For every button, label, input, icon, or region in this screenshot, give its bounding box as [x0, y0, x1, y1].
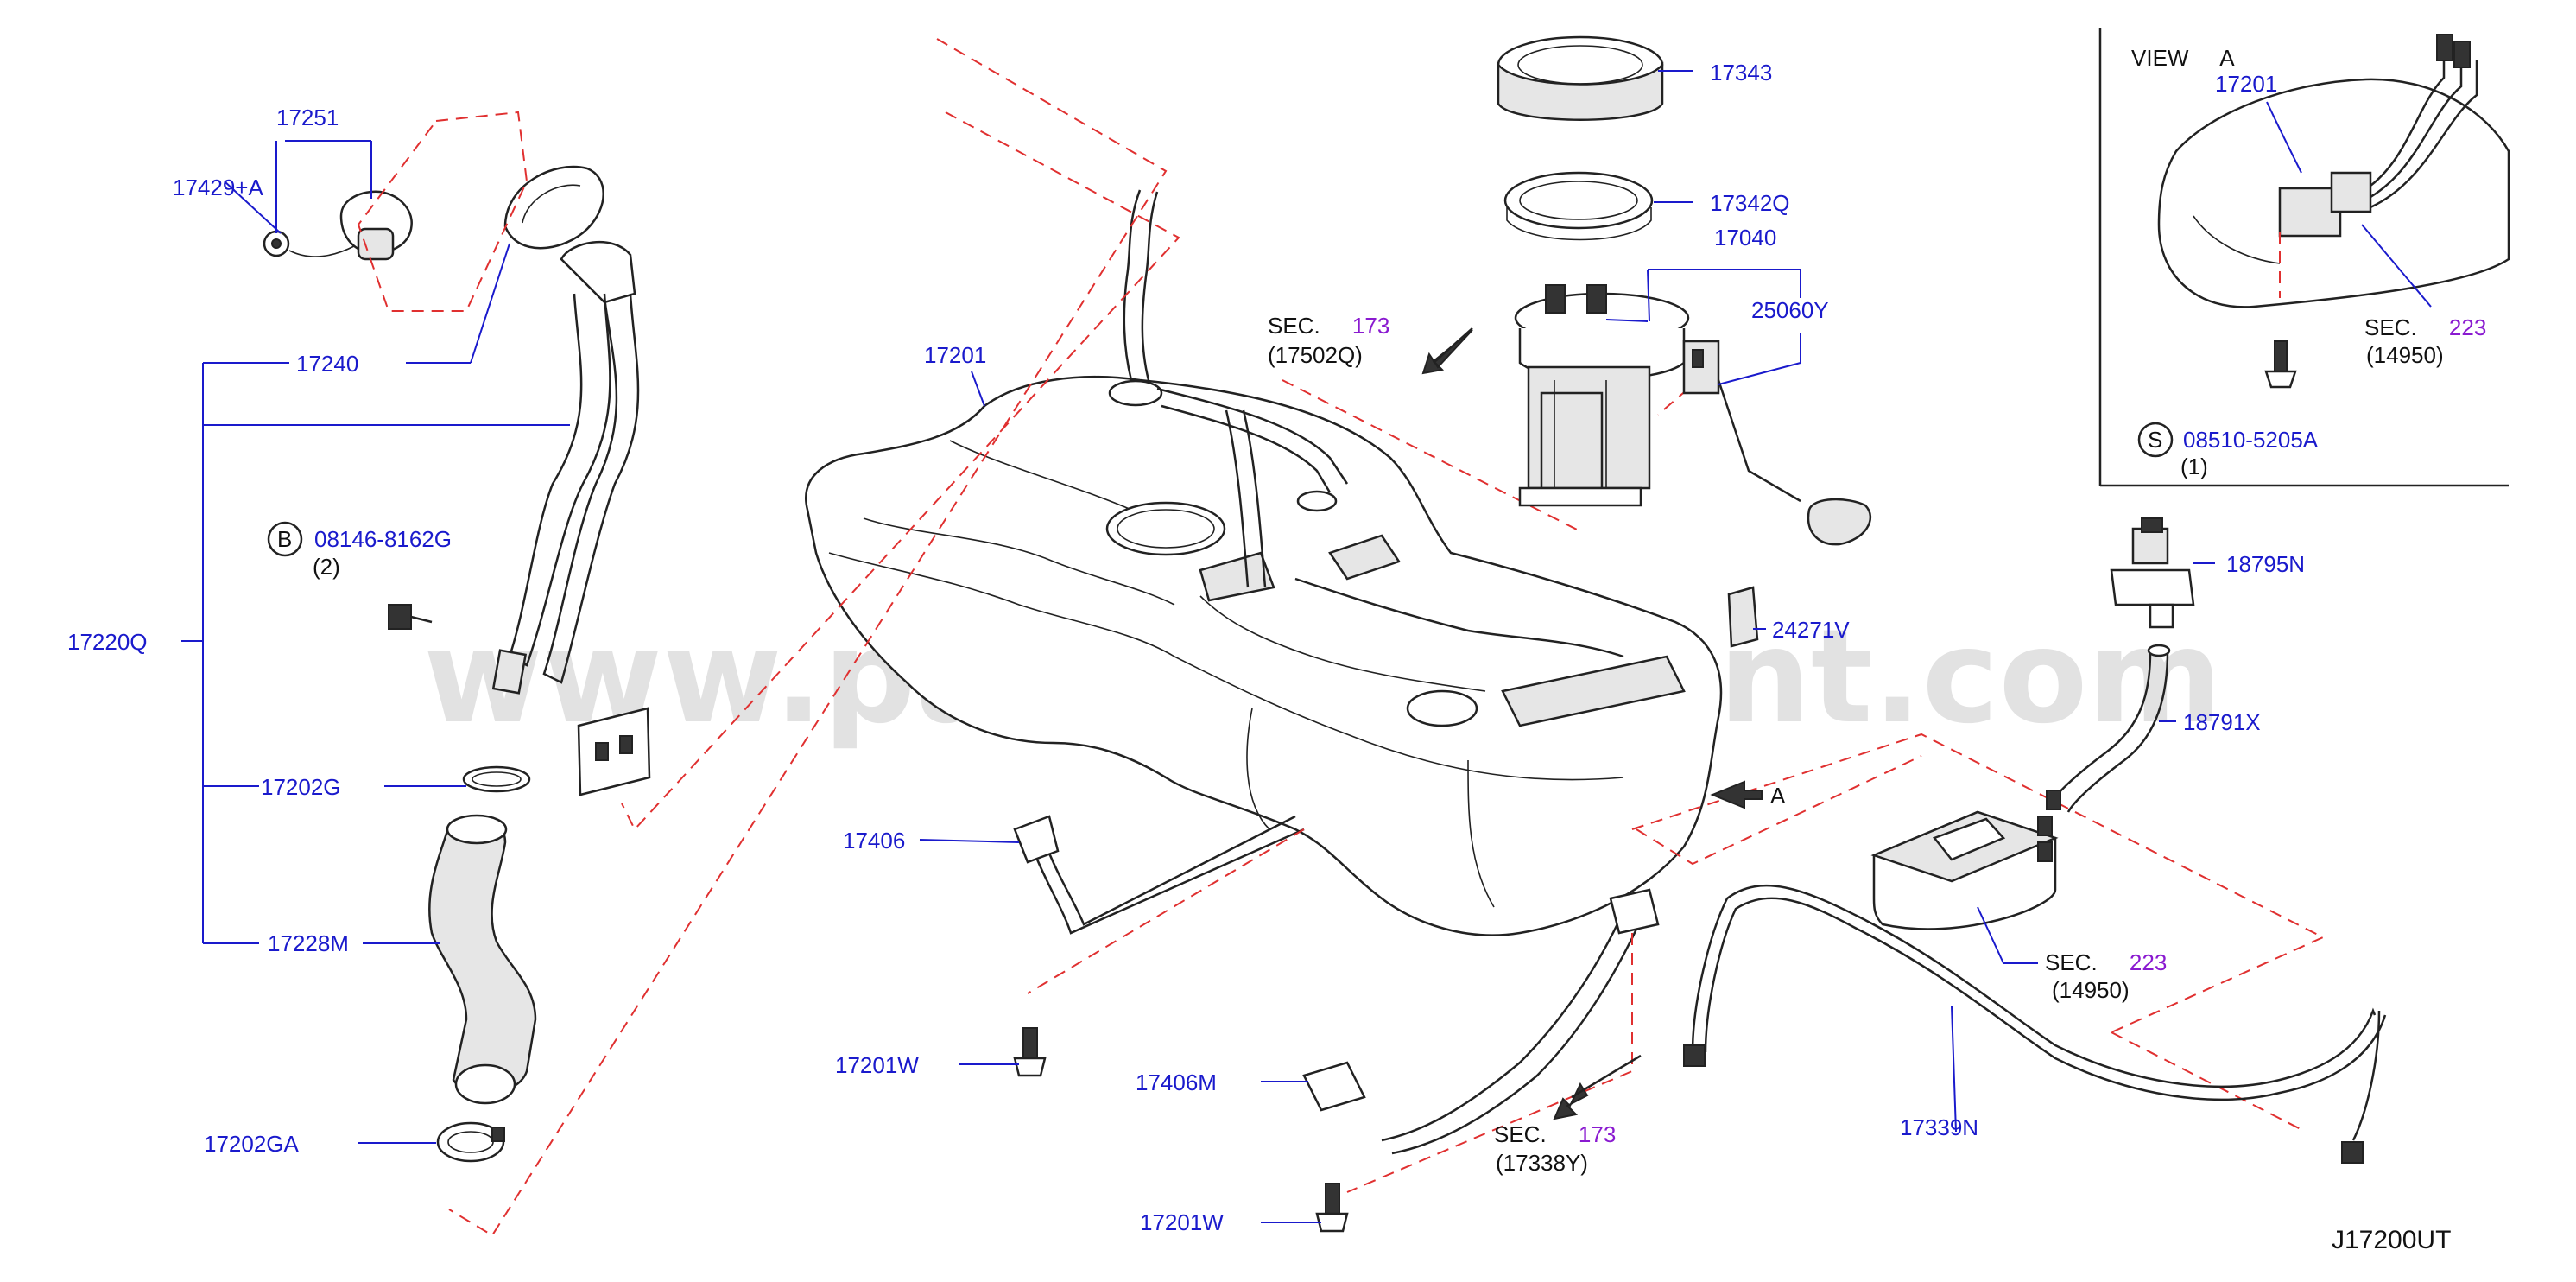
sec-a-number: 173 [1352, 313, 1389, 339]
callout-17220q: 17220Q [67, 629, 148, 655]
sec-a-sub: (17502Q) [1268, 342, 1363, 368]
arrow-sec-173-b [1553, 1082, 1589, 1120]
callout-17342q: 17342Q [1710, 190, 1790, 216]
sec-b-prefix: SEC. [2364, 314, 2417, 340]
evap-components [1683, 517, 2387, 1164]
strap-bolt-leader-a [1027, 828, 1305, 994]
callout-17406: 17406 [843, 828, 905, 854]
sec-ref-view: SEC. 223 [2364, 314, 2486, 340]
view-a-inset [2098, 28, 2510, 487]
sec-b-number: 223 [2449, 314, 2486, 340]
callout-17251: 17251 [276, 105, 339, 130]
screw-s-qty: (1) [2180, 454, 2208, 479]
callout-18795n: 18795N [2226, 551, 2305, 577]
callout-17201w-lower: 17201W [1140, 1209, 1224, 1235]
callout-17202ga: 17202GA [204, 1131, 300, 1157]
sec-c-prefix: SEC. [1494, 1121, 1547, 1147]
callout-17201w-upper: 17201W [835, 1052, 919, 1078]
sec-ref-d: SEC. 223 [2045, 949, 2167, 975]
sec-ref-c: SEC. 173 [1494, 1121, 1616, 1147]
canister-frame-b [2111, 1031, 2307, 1133]
callout-17406m: 17406M [1136, 1069, 1217, 1095]
sec-ref-a: SEC. 173 [1268, 313, 1389, 339]
view-title-word: VIEW [2131, 45, 2189, 71]
callout-24271v: 24271V [1772, 617, 1850, 643]
view-title-letter: A [2219, 45, 2235, 71]
sec-c-sub: (17338Y) [1496, 1150, 1588, 1176]
screw-s-circle [2137, 422, 2174, 458]
callout-08510-5205a: 08510-5205A [2183, 427, 2319, 453]
callout-17040: 17040 [1714, 225, 1776, 251]
sec-d-prefix: SEC. [2045, 949, 2098, 975]
callout-17343: 17343 [1710, 60, 1772, 86]
direction-arrows [1421, 327, 1763, 1120]
filler-group-frame [357, 111, 528, 312]
view-a-arrow-label: A [1770, 783, 1786, 809]
sec-b-sub: (14950) [2366, 342, 2444, 368]
sec-d-number: 223 [2130, 949, 2167, 975]
strap-bolt-leader-b [1346, 933, 1633, 1193]
fuel-tank-17201 [805, 189, 1759, 1233]
callout-08146-8162g: 08146-8162G [314, 526, 452, 552]
tube-frame-inner [621, 111, 1180, 831]
leader-lines [181, 70, 2215, 1223]
view-a-title: VIEW A [2131, 45, 2235, 71]
callout-17202g: 17202G [261, 774, 341, 800]
sec-d-sub: (14950) [2052, 977, 2130, 1003]
diagram-code: J17200UT [2332, 1226, 2451, 1254]
callout-view-17201: 17201 [2215, 71, 2277, 97]
callout-17429-a: 17429+A [173, 175, 263, 200]
callout-17201: 17201 [924, 342, 986, 368]
bolt-b-circle [267, 521, 303, 557]
fuel-pump-assembly [1497, 35, 1871, 546]
bolt-b-qty: (2) [313, 554, 340, 580]
filler-assembly [263, 165, 651, 1163]
sec-c-number: 173 [1579, 1121, 1616, 1147]
tube-frame-outer [448, 38, 1168, 1237]
callout-17240: 17240 [296, 351, 358, 377]
callout-25060y: 25060Y [1751, 297, 1829, 323]
arrow-view-a [1710, 780, 1763, 809]
bolt-b-letter: B [277, 526, 292, 552]
sec-a-prefix: SEC. [1268, 313, 1320, 339]
screw-s-letter: S [2148, 427, 2162, 453]
callout-17339n: 17339N [1900, 1114, 1978, 1140]
callout-17228m: 17228M [268, 930, 349, 956]
callout-labels: 17251 17429+A 17240 17220Q B 08146-8162G… [67, 60, 2451, 1254]
callout-18791x: 18791X [2183, 709, 2261, 735]
tank-connector-frame [1636, 755, 1922, 866]
